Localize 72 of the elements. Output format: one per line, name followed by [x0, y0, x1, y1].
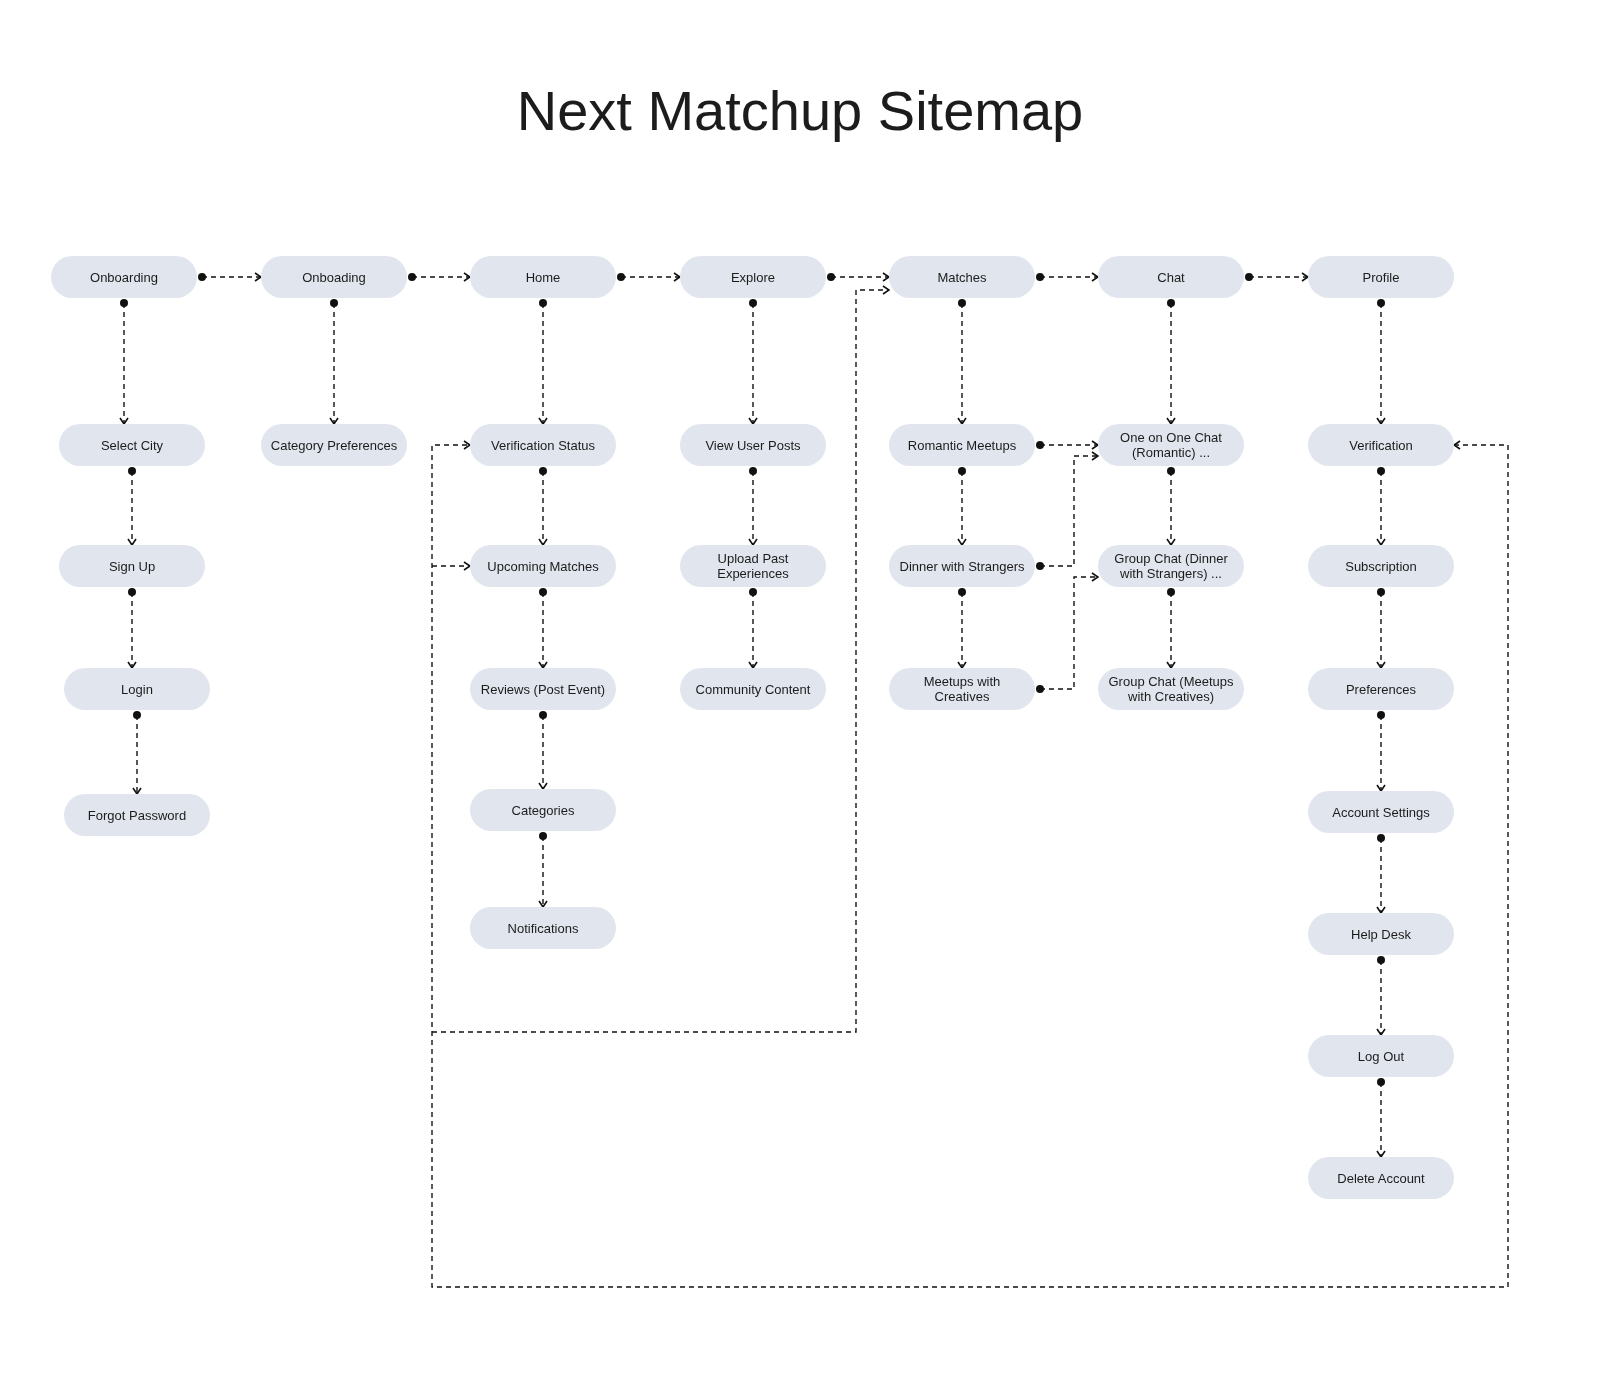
dashed-arrow — [329, 299, 339, 425]
page-node: View User Posts — [680, 424, 826, 466]
dashed-arrow — [748, 467, 758, 546]
dashed-arrow — [119, 299, 129, 425]
dashed-arrow — [1166, 467, 1176, 546]
page-node: Verification — [1308, 424, 1454, 466]
dashed-arrow — [1245, 272, 1309, 282]
page-node: Notifications — [470, 907, 616, 949]
page-node: Login — [64, 668, 210, 710]
page-node: One on One Chat (Romantic) ... — [1098, 424, 1244, 466]
page-node: Category Preferences — [261, 424, 407, 466]
dashed-arrow — [957, 467, 967, 546]
page-node: Onboading — [261, 256, 407, 298]
dashed-arrow — [748, 588, 758, 669]
dashed-arrow — [538, 711, 548, 790]
page-node: Chat — [1098, 256, 1244, 298]
page-node: Verification Status — [470, 424, 616, 466]
dashed-arrow — [1036, 572, 1099, 693]
dashed-arrow — [127, 467, 137, 546]
dashed-arrow — [1376, 588, 1386, 669]
dashed-arrow — [431, 285, 890, 1033]
page-node: Sign Up — [59, 545, 205, 587]
page-node: Upload Past Experiences — [680, 545, 826, 587]
page-node: Delete Account — [1308, 1157, 1454, 1199]
dashed-arrow — [408, 272, 471, 282]
page-node: Community Content — [680, 668, 826, 710]
page-node: Categories — [470, 789, 616, 831]
dashed-arrow — [748, 299, 758, 425]
page-node: Preferences — [1308, 668, 1454, 710]
diagram-title: Next Matchup Sitemap — [515, 78, 1085, 143]
dashed-arrow — [431, 440, 1509, 1288]
dashed-arrow — [1376, 1078, 1386, 1158]
dashed-arrow — [431, 561, 471, 571]
dashed-arrow — [1376, 956, 1386, 1036]
page-node: Dinner with Strangers — [889, 545, 1035, 587]
dashed-arrow — [1376, 834, 1386, 914]
dashed-arrow — [1376, 467, 1386, 546]
page-node: Group Chat (Meetups with Creatives) — [1098, 668, 1244, 710]
dashed-arrow — [1036, 272, 1099, 282]
dashed-arrow — [1036, 440, 1099, 450]
page-node: Meetups with Creatives — [889, 668, 1035, 710]
dashed-arrow — [1166, 299, 1176, 425]
page-node: Matches — [889, 256, 1035, 298]
page-node: Reviews (Post Event) — [470, 668, 616, 710]
page-node: Explore — [680, 256, 826, 298]
page-node: Forgot Password — [64, 794, 210, 836]
dashed-arrow — [538, 299, 548, 425]
dashed-arrow — [127, 588, 137, 669]
dashed-arrow — [132, 711, 142, 795]
dashed-arrow — [1036, 451, 1099, 570]
page-node: Subscription — [1308, 545, 1454, 587]
dashed-arrow — [1166, 588, 1176, 669]
dashed-arrow — [538, 467, 548, 546]
page-node: Help Desk — [1308, 913, 1454, 955]
page-node: Select City — [59, 424, 205, 466]
dashed-arrow — [538, 832, 548, 908]
page-node: Home — [470, 256, 616, 298]
dashed-arrow — [1376, 711, 1386, 792]
page-node: Romantic Meetups — [889, 424, 1035, 466]
dashed-arrow — [1376, 299, 1386, 425]
page-node: Group Chat (Dinner with Strangers) ... — [1098, 545, 1244, 587]
dashed-arrow — [957, 588, 967, 669]
page-node: Upcoming Matches — [470, 545, 616, 587]
page-node: Profile — [1308, 256, 1454, 298]
page-node: Onboarding — [51, 256, 197, 298]
dashed-arrow — [538, 588, 548, 669]
page-node: Account Settings — [1308, 791, 1454, 833]
dashed-arrow — [957, 299, 967, 425]
dashed-arrow — [617, 272, 681, 282]
dashed-arrow — [198, 272, 262, 282]
page-node: Log Out — [1308, 1035, 1454, 1077]
dashed-arrow — [827, 272, 890, 282]
